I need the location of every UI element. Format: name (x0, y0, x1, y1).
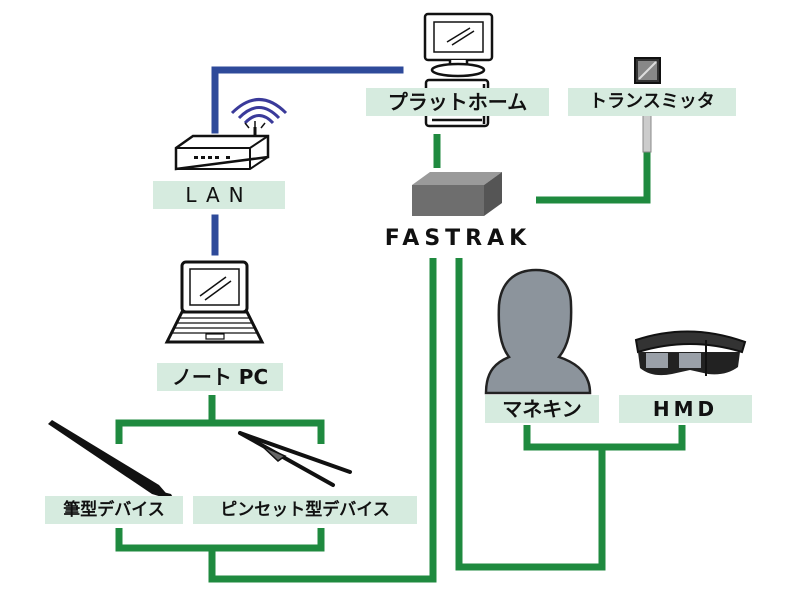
lan-connections (211, 66, 404, 256)
devices-bottom-bracket (115, 528, 325, 552)
fastrak-to-transmitter-line (536, 152, 651, 204)
hmd-label: HMD (619, 395, 752, 423)
devices-top-bracket (115, 419, 325, 444)
head-mounted-display-icon (634, 330, 747, 376)
tweezers-device-label: ピンセット型デバイス (193, 496, 417, 524)
lan-to-platform-line (211, 66, 404, 134)
brush-stylus-icon (48, 420, 176, 503)
platform-label: プラットホーム (366, 88, 549, 116)
serial-connections (115, 134, 686, 583)
brush-device-label: 筆型デバイス (45, 496, 183, 524)
sensors-bracket (523, 425, 686, 451)
fastrak-label: FASTRAK (384, 226, 532, 251)
fastrak-to-devices-line (208, 258, 437, 583)
tracker-box-icon (412, 172, 502, 216)
fastrak-to-sensors-line (455, 258, 606, 571)
mannequin-label: マネキン (485, 395, 599, 423)
lan-label: LAN (153, 181, 285, 209)
notebook-pc-label: ノート PC (157, 363, 283, 391)
transmitter-cube-icon (634, 57, 661, 153)
router-icon (174, 98, 288, 171)
mannequin-head-icon (484, 268, 592, 395)
transmitter-label: トランスミッタ (568, 88, 736, 116)
tweezers-icon (238, 431, 352, 487)
laptop-icon (164, 260, 265, 344)
